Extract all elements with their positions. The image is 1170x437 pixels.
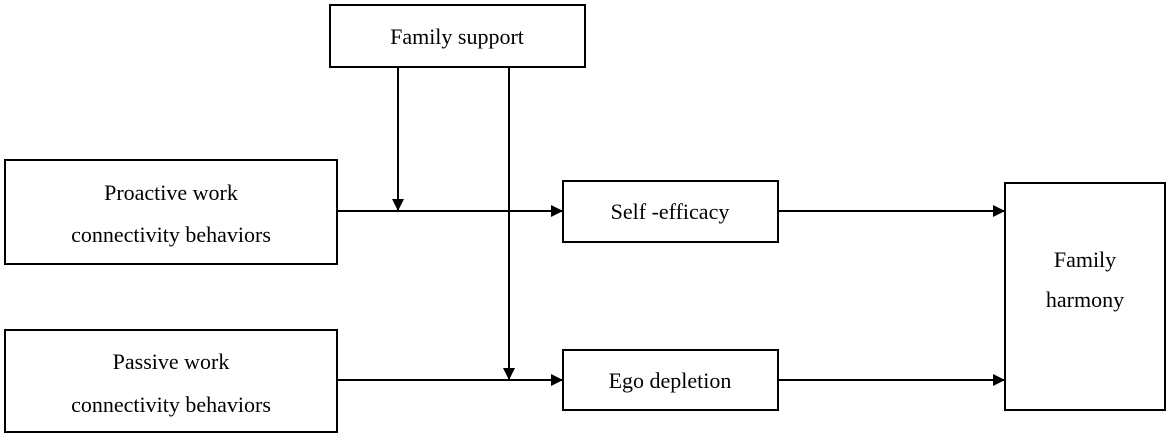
node-proactive-label-line2: connectivity behaviors <box>71 222 271 247</box>
node-proactive-work-connectivity: Proactive work connectivity behaviors <box>4 159 338 265</box>
node-family-harmony-label-line1: Family <box>1054 247 1116 272</box>
node-ego-depletion: Ego depletion <box>562 349 779 411</box>
node-ego-depletion-label: Ego depletion <box>609 368 732 393</box>
node-family-support: Family support <box>329 4 586 68</box>
node-passive-label-line1: Passive work <box>113 349 230 374</box>
node-passive-label-line2: connectivity behaviors <box>71 392 271 417</box>
node-self-efficacy-label: Self -efficacy <box>611 199 730 224</box>
node-family-harmony-label-line2: harmony <box>1046 287 1124 312</box>
node-family-support-label: Family support <box>390 24 524 49</box>
node-proactive-label-line1: Proactive work <box>104 180 238 205</box>
node-passive-work-connectivity: Passive work connectivity behaviors <box>4 329 338 433</box>
node-family-harmony: Family harmony <box>1004 182 1166 411</box>
node-self-efficacy: Self -efficacy <box>562 180 779 243</box>
